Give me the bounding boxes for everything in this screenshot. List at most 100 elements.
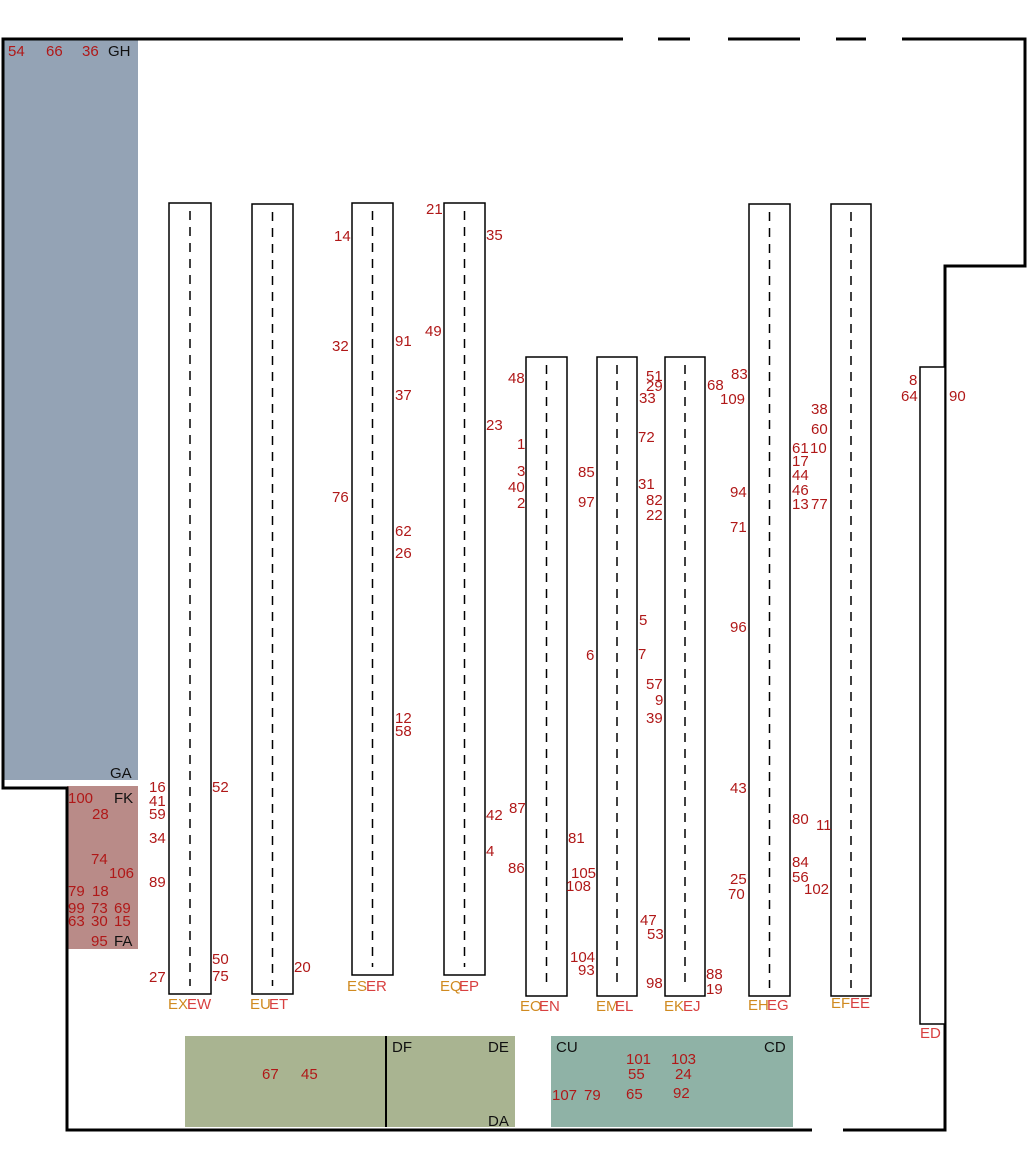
- location-number: 94: [730, 484, 747, 501]
- aisle-label: ED: [920, 1025, 941, 1042]
- location-number: 80: [792, 811, 809, 828]
- location-number: 16: [149, 779, 166, 796]
- location-number: 107: [552, 1087, 577, 1104]
- aisle-label: EX: [168, 996, 188, 1013]
- location-number: 13: [792, 496, 809, 513]
- location-number: 98: [646, 975, 663, 992]
- aisle-label: ET: [269, 996, 288, 1013]
- location-number: 74: [91, 851, 108, 868]
- aisle-label: EH: [748, 997, 769, 1014]
- location-number: 22: [646, 507, 663, 524]
- location-number: 76: [332, 489, 349, 506]
- location-number: 12: [395, 710, 412, 727]
- location-number: 32: [332, 338, 349, 355]
- location-number: 66: [46, 43, 63, 60]
- location-number: 58: [395, 723, 412, 740]
- location-number: 91: [395, 333, 412, 350]
- location-number: 17: [792, 453, 809, 470]
- zone-label: GH: [108, 43, 131, 60]
- location-number: 7: [638, 646, 646, 663]
- location-number: 109: [720, 391, 745, 408]
- location-number: 30: [91, 913, 108, 930]
- zone-label: DE: [488, 1039, 509, 1056]
- location-number: 46: [792, 482, 809, 499]
- location-number: 88: [706, 966, 723, 983]
- location-number: 35: [486, 227, 503, 244]
- location-number: 79: [68, 883, 85, 900]
- location-number: 11: [816, 817, 832, 834]
- location-number: 96: [730, 619, 747, 636]
- location-number: 48: [508, 370, 525, 387]
- location-number: 101: [626, 1051, 651, 1068]
- location-number: 64: [901, 388, 918, 405]
- location-number: 81: [568, 830, 585, 847]
- location-number: 69: [114, 900, 131, 917]
- aisle-label: EK: [664, 998, 684, 1015]
- aisle-label: EP: [459, 978, 479, 995]
- rack-group: [168, 202, 946, 1025]
- location-number: 3: [517, 463, 525, 480]
- location-number: 62: [395, 523, 412, 540]
- location-number: 37: [395, 387, 412, 404]
- zone-label: DF: [392, 1039, 412, 1056]
- location-number: 53: [647, 926, 664, 943]
- location-number: 90: [949, 388, 966, 405]
- location-number: 70: [728, 886, 745, 903]
- location-number: 68: [707, 377, 724, 394]
- location-number: 8: [909, 372, 917, 389]
- aisle-label: EJ: [683, 998, 701, 1015]
- location-number: 21: [426, 201, 443, 218]
- location-number: 27: [149, 969, 166, 986]
- location-number: 106: [109, 865, 134, 882]
- location-number: 63: [68, 913, 85, 930]
- location-number: 102: [804, 881, 829, 898]
- location-number: 18: [92, 883, 109, 900]
- location-number: 47: [640, 912, 657, 929]
- zone-label: CD: [764, 1039, 786, 1056]
- location-number: 29: [646, 378, 663, 395]
- location-number: 103: [671, 1051, 696, 1068]
- location-number: 86: [508, 860, 525, 877]
- location-number: 71: [730, 519, 747, 536]
- location-number: 79: [584, 1087, 601, 1104]
- location-number: 87: [509, 800, 526, 817]
- location-number: 82: [646, 492, 663, 509]
- location-number: 77: [811, 496, 828, 513]
- zone-label: FA: [114, 933, 132, 950]
- location-number: 105: [571, 865, 596, 882]
- location-number: 104: [570, 949, 595, 966]
- wall-outline-right: [843, 37, 1027, 1132]
- location-number: 55: [628, 1066, 645, 1083]
- location-number: 54: [8, 43, 25, 60]
- location-number: 95: [91, 933, 108, 950]
- aisle-label: EU: [250, 996, 271, 1013]
- location-number: 6: [586, 647, 594, 664]
- aisle-label: EF: [831, 995, 850, 1012]
- location-number: 23: [486, 417, 503, 434]
- location-number: 75: [212, 968, 229, 985]
- location-number: 28: [92, 806, 109, 823]
- location-number: 43: [730, 780, 747, 797]
- location-number: 1: [517, 436, 525, 453]
- aisle-label: EW: [187, 996, 212, 1013]
- location-number: 100: [68, 790, 93, 807]
- location-number: 49: [425, 323, 442, 340]
- location-number: 24: [675, 1066, 692, 1083]
- location-number: 41: [149, 793, 166, 810]
- location-number: 73: [91, 900, 108, 917]
- location-number: 89: [149, 874, 166, 891]
- location-number: 93: [578, 962, 595, 979]
- location-number: 42: [486, 807, 503, 824]
- location-number: 34: [149, 830, 166, 847]
- zone-label: CU: [556, 1039, 578, 1056]
- location-number: 57: [646, 676, 663, 693]
- location-number: 9: [655, 692, 663, 709]
- location-number: 15: [114, 913, 131, 930]
- zone-label: GA: [110, 765, 132, 782]
- location-number: 61: [792, 440, 809, 457]
- location-number: 10: [810, 440, 827, 457]
- location-number: 59: [149, 806, 166, 823]
- aisle-label: ER: [366, 978, 387, 995]
